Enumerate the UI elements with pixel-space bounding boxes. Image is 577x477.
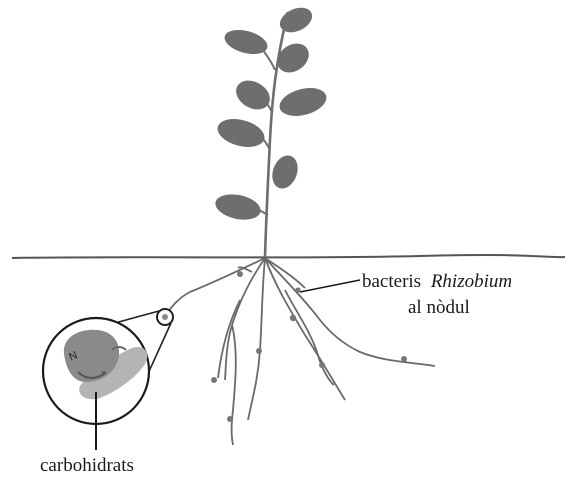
bacteria-pointer (300, 280, 360, 292)
carbohydrates-label: carbohidrats (40, 455, 134, 476)
leaf (222, 26, 270, 59)
leaf (213, 190, 263, 223)
nodule (237, 271, 243, 277)
nodule (319, 362, 325, 368)
nodule (290, 315, 296, 321)
leaf (214, 114, 267, 152)
nodule (401, 356, 407, 362)
bacteria-label-prefix: bacteris (362, 271, 421, 292)
leaf (231, 75, 275, 116)
soil-line (12, 255, 565, 258)
highlighted-nodule (157, 309, 173, 325)
nodule (295, 287, 300, 292)
bacteria-label: bacteris Rhizobium (362, 271, 512, 292)
nodule (211, 377, 217, 383)
leaf (276, 83, 329, 121)
leaf (268, 152, 302, 192)
leaf (272, 38, 315, 79)
nodule (256, 348, 262, 354)
nodule (227, 416, 233, 422)
bacteria-label-line2: al nòdul (408, 297, 470, 318)
bacteria-label-genus: Rhizobium (430, 271, 512, 292)
leaf (276, 3, 316, 37)
root-nodules (211, 271, 407, 422)
